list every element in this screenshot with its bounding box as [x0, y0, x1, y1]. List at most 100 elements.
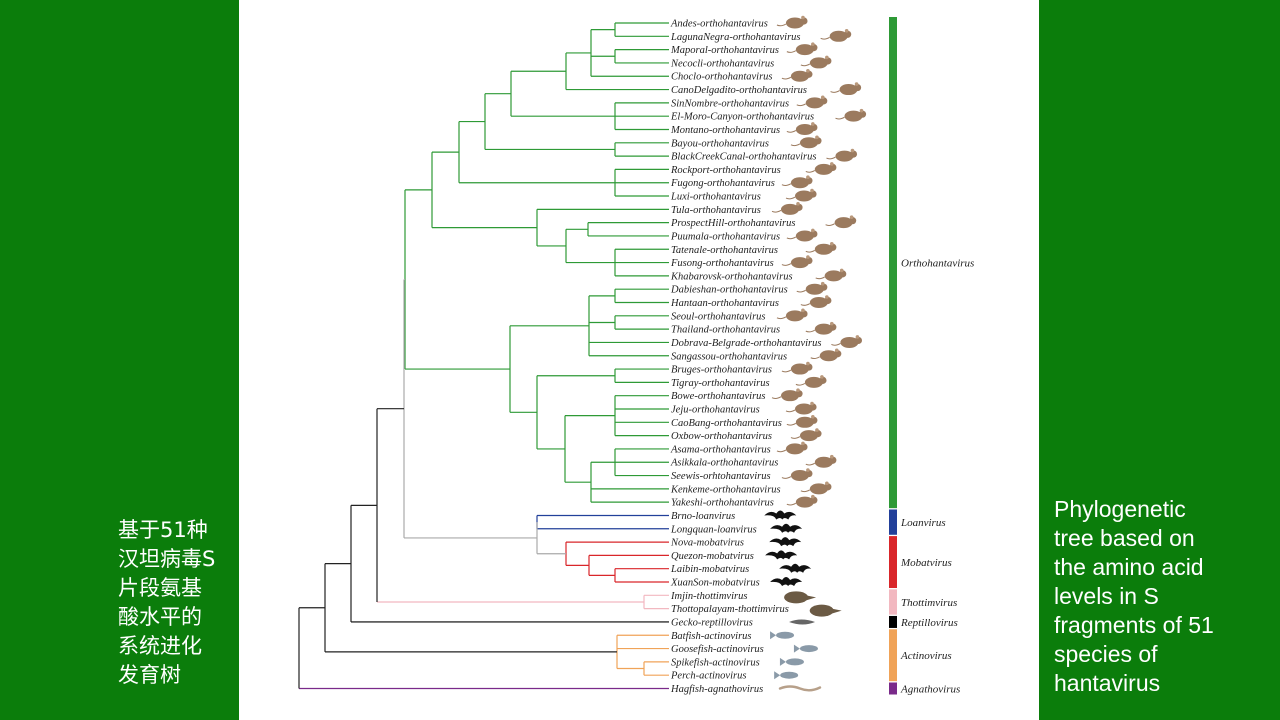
caption-en-line: hantavirus [1054, 670, 1161, 696]
rodent-icon [805, 162, 837, 175]
bat-icon [770, 577, 803, 587]
leaf-label: Nova-mobatvirus [670, 538, 744, 549]
bat-icon [764, 510, 797, 520]
leaf-label: Luxi-orthohantavirus [670, 192, 761, 203]
rodent-icon [805, 454, 837, 468]
leaf-label: Goosefish-actinovirus [671, 644, 764, 655]
caption-en-line: the amino acid [1054, 554, 1204, 580]
leaf-label: Choclo-orthohantavirus [671, 72, 773, 83]
caption-cn-line: 汉坦病毒S [118, 547, 216, 571]
rodent-icon [786, 415, 818, 428]
leaf-label: Bruges-orthohantavirus [671, 365, 772, 376]
caption-en-line: Phylogenetic [1054, 496, 1186, 522]
caption-en-line: tree based on [1054, 525, 1195, 551]
bat-icon [765, 550, 798, 560]
rodent-icon [800, 295, 832, 309]
leaf-label: XuanSon-mobatvirus [670, 578, 760, 589]
rodent-icon [781, 361, 813, 375]
rodent-icon [825, 215, 857, 229]
leaf-label: Tigray-orthohantavirus [671, 378, 770, 389]
leaf-label: Kenkeme-orthohantavirus [670, 484, 781, 495]
bat-icon [779, 563, 812, 573]
rodent-icon [810, 348, 842, 362]
leaf-label: SinNombre-orthohantavirus [671, 98, 789, 109]
group-bar [889, 615, 897, 628]
group-bar [889, 589, 897, 615]
leaf-label: Gecko-reptillovirus [671, 617, 753, 628]
leaf-label: Fusong-orthohantavirus [670, 258, 774, 269]
bat-icon [770, 523, 803, 533]
chinese-caption: 基于51种 汉坦病毒S 片段氨基 酸水平的 系统进化 发育树 [118, 516, 228, 690]
group-label: Mobatvirus [900, 557, 952, 569]
rodent-icon [776, 308, 808, 322]
leaf-label: Jeju-orthohantavirus [671, 404, 760, 415]
rodent-icon [785, 401, 817, 415]
caption-cn-line: 酸水平的 [118, 605, 202, 629]
bat-icon [769, 537, 802, 547]
leaf-label: Seewis-orhtohantavirus [671, 471, 771, 482]
fish-icon [770, 631, 795, 640]
rodent-icon [826, 148, 858, 162]
caption-en-line: species of [1054, 641, 1158, 667]
leaf-label: Bayou-orthohantavirus [671, 138, 769, 149]
rodent-icon [781, 468, 813, 482]
rodent-icon [786, 228, 818, 242]
leaf-label: Asikkala-orthohantavirus [670, 458, 778, 469]
leaf-label: ProspectHill-orthohantavirus [670, 218, 795, 229]
leaf-label: Andes-orthohantavirus [670, 19, 768, 30]
rodent-icon [781, 175, 813, 189]
leaf-label: Imjin-thottimvirus [670, 591, 747, 602]
rodent-icon [831, 335, 863, 348]
leaf-label: Oxbow-orthohantavirus [671, 431, 772, 442]
leaf-label: Asama-orthohantavirus [670, 444, 771, 455]
group-bar [889, 629, 897, 682]
rodent-icon [771, 388, 803, 402]
group-label: Actinovirus [900, 650, 952, 662]
english-caption: Phylogenetic tree based on the amino aci… [1054, 495, 1274, 698]
leaf-label: Dobrava-Belgrade-orthohantavirus [670, 338, 821, 349]
caption-cn-line: 发育树 [118, 663, 181, 687]
leaf-label: BlackCreekCanal-orthohantavirus [671, 152, 816, 163]
rodent-icon [771, 202, 803, 215]
rodent-icon [781, 255, 813, 269]
rodent-icon [805, 241, 837, 255]
leaf-label: CaoBang-orthohantavirus [671, 418, 782, 429]
rodent-icon [800, 55, 832, 69]
caption-cn-line: 片段氨基 [118, 576, 202, 600]
fish-icon [793, 644, 818, 653]
rodent-icon [796, 281, 828, 295]
caption-cn-line: 系统进化 [118, 634, 202, 658]
leaf-label: Sangassou-orthohantavirus [671, 351, 787, 362]
leaf-label: Hantaan-orthohantavirus [670, 298, 779, 309]
hagfish-icon [778, 685, 822, 692]
leaf-label: Laibin-mobatvirus [670, 564, 749, 575]
group-bar [889, 536, 897, 589]
shrew-icon [784, 591, 817, 604]
rodent-icon [786, 122, 818, 135]
leaf-label: Tula-orthohantavirus [671, 205, 761, 216]
leaf-label: Batfish-actinovirus [671, 631, 752, 642]
caption-cn-line: 基于51种 [118, 518, 208, 542]
rodent-icon [785, 188, 817, 202]
group-bar [889, 509, 897, 535]
rodent-icon [800, 481, 832, 495]
leaf-label: Maporal-orthohantavirus [670, 45, 779, 56]
leaf-label: Perch-actinovirus [670, 671, 746, 682]
leaf-label: Thailand-orthohantavirus [671, 325, 780, 336]
leaf-label: Thottopalayam-thottimvirus [671, 604, 789, 615]
leaf-label: Dabieshan-orthohantavirus [670, 285, 788, 296]
rodent-icon [835, 108, 867, 122]
group-bar [889, 682, 897, 695]
leaf-label: Rockport-orthohantavirus [670, 165, 781, 176]
rodent-icon [796, 95, 828, 109]
fish-icon [774, 671, 799, 680]
rodent-icon [795, 375, 827, 388]
leaf-label: Quezon-mobatvirus [671, 551, 754, 562]
group-label: Loanvirus [900, 517, 946, 529]
leaf-label: Puumala-orthohantavirus [670, 231, 780, 242]
rodent-icon [790, 135, 822, 149]
rodent-icon [786, 494, 818, 508]
group-bar [889, 17, 897, 509]
